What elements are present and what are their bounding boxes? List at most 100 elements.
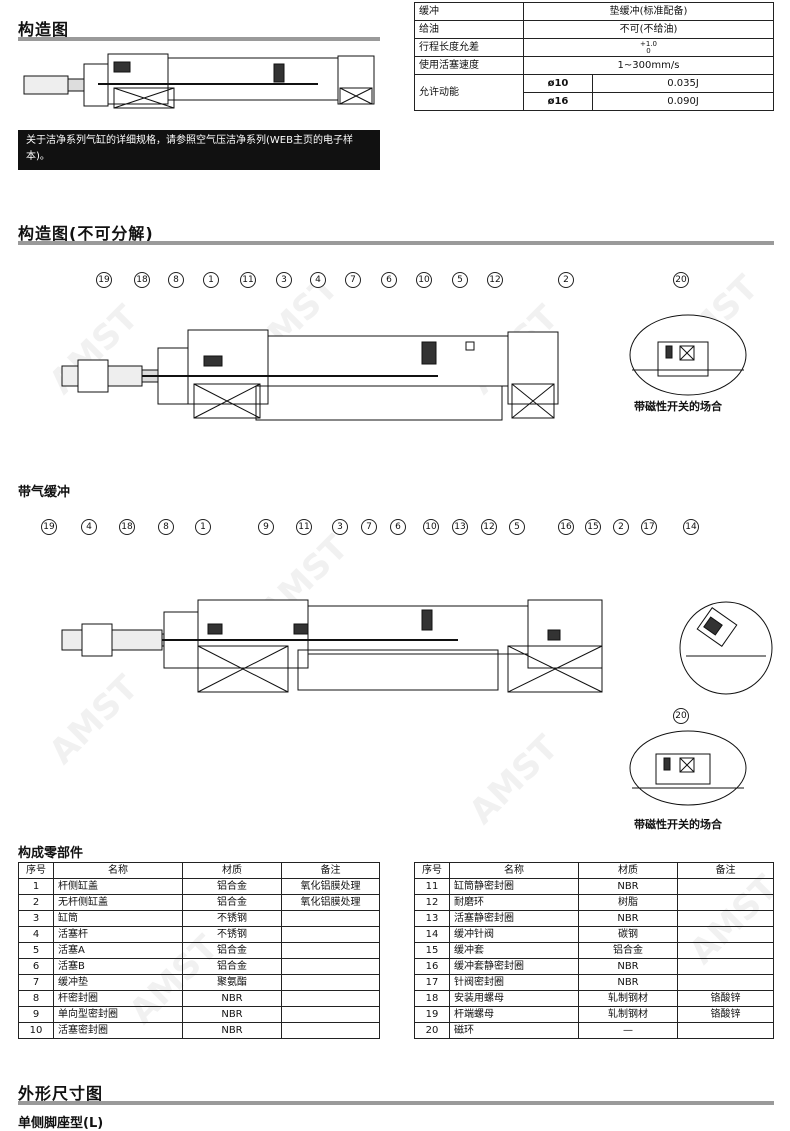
callout: 3 <box>276 272 292 288</box>
callout: 19 <box>96 272 112 288</box>
header-name: 名称 <box>53 862 183 879</box>
part-name: 缸筒静密封圈 <box>449 878 579 895</box>
part-material: 铝合金 <box>182 958 282 975</box>
section-rule <box>18 1101 774 1105</box>
callout: 10 <box>423 519 439 535</box>
part-remark <box>677 910 774 927</box>
section-rule <box>18 37 380 41</box>
spec-label: 缓冲 <box>414 2 524 21</box>
part-material: NBR <box>182 1006 282 1023</box>
part-name: 针阀密封圈 <box>449 974 579 991</box>
callout: 10 <box>416 272 432 288</box>
part-no: 8 <box>18 990 54 1007</box>
part-remark <box>281 942 380 959</box>
callout: 8 <box>168 272 184 288</box>
part-name: 无杆侧缸盖 <box>53 894 183 911</box>
part-name: 耐磨环 <box>449 894 579 911</box>
part-no: 1 <box>18 878 54 895</box>
part-remark <box>677 926 774 943</box>
tolerance-lower: 0 <box>646 46 651 55</box>
part-remark <box>281 1022 380 1039</box>
header-no: 序号 <box>414 862 450 879</box>
part-no: 16 <box>414 958 450 975</box>
part-material: 铝合金 <box>578 942 678 959</box>
part-name: 缓冲针阀 <box>449 926 579 943</box>
part-no: 11 <box>414 878 450 895</box>
needle-valve-detail <box>679 601 773 695</box>
part-no: 3 <box>18 910 54 927</box>
part-name: 缓冲垫 <box>53 974 183 991</box>
spec-value-tolerance: +1.0 0 <box>523 38 774 57</box>
detail-caption: 带磁性开关的场合 <box>634 818 722 831</box>
subsection-title-air-cushion: 带气缓冲 <box>18 485 71 500</box>
part-no: 9 <box>18 1006 54 1023</box>
part-remark <box>677 942 774 959</box>
subsection-title-foot-type: 单侧脚座型(L) <box>18 1116 104 1131</box>
part-name: 缸筒 <box>53 910 183 927</box>
callout: 4 <box>81 519 97 535</box>
callout: 16 <box>558 519 574 535</box>
part-remark: 铬酸锌 <box>677 990 774 1007</box>
callout: 17 <box>641 519 657 535</box>
part-remark <box>677 1022 774 1039</box>
callout: 12 <box>487 272 503 288</box>
part-remark: 氧化铝膜处理 <box>281 894 380 911</box>
callout-detail: 20 <box>673 708 689 724</box>
section-title-dimensions: 外形尺寸图 <box>18 1084 104 1103</box>
part-name: 杆侧缸盖 <box>53 878 183 895</box>
header-name: 名称 <box>449 862 579 879</box>
spec-label: 给油 <box>414 20 524 39</box>
part-no: 18 <box>414 990 450 1007</box>
part-name: 活塞静密封圈 <box>449 910 579 927</box>
part-material: NBR <box>578 974 678 991</box>
part-no: 12 <box>414 894 450 911</box>
section-title-non-disassembly: 构造图(不可分解) <box>18 224 154 243</box>
structure-drawing-1 <box>61 329 559 421</box>
magnet-detail-1 <box>629 314 747 396</box>
part-material: NBR <box>182 990 282 1007</box>
spec-table: 缓冲 垫缓冲(标准配备) 给油 不可(不给油) 行程长度允差 +1.0 0 使用… <box>414 2 774 111</box>
part-remark <box>677 974 774 991</box>
callout: 19 <box>41 519 57 535</box>
part-remark <box>677 878 774 895</box>
callout-detail: 20 <box>673 272 689 288</box>
part-material: 碳钢 <box>578 926 678 943</box>
part-remark <box>677 958 774 975</box>
structure-drawing-small <box>23 53 375 109</box>
part-material: 树脂 <box>578 894 678 911</box>
part-remark <box>281 958 380 975</box>
callout: 11 <box>296 519 312 535</box>
part-material: NBR <box>182 1022 282 1039</box>
spec-row: 缓冲 垫缓冲(标准配备) <box>414 2 774 21</box>
part-remark <box>281 926 380 943</box>
callout: 7 <box>345 272 361 288</box>
part-material: 聚氨酯 <box>182 974 282 991</box>
callout: 12 <box>481 519 497 535</box>
part-name: 缓冲套静密封圈 <box>449 958 579 975</box>
callout: 2 <box>558 272 574 288</box>
part-no: 15 <box>414 942 450 959</box>
part-no: 17 <box>414 974 450 991</box>
spec-row: 给油 不可(不给油) <box>414 20 774 39</box>
section-rule <box>18 241 774 245</box>
part-name: 杆密封圈 <box>53 990 183 1007</box>
spec-row: ø16 0.090J <box>415 92 774 111</box>
part-name: 安装用螺母 <box>449 990 579 1007</box>
callout: 9 <box>258 519 274 535</box>
part-no: 14 <box>414 926 450 943</box>
